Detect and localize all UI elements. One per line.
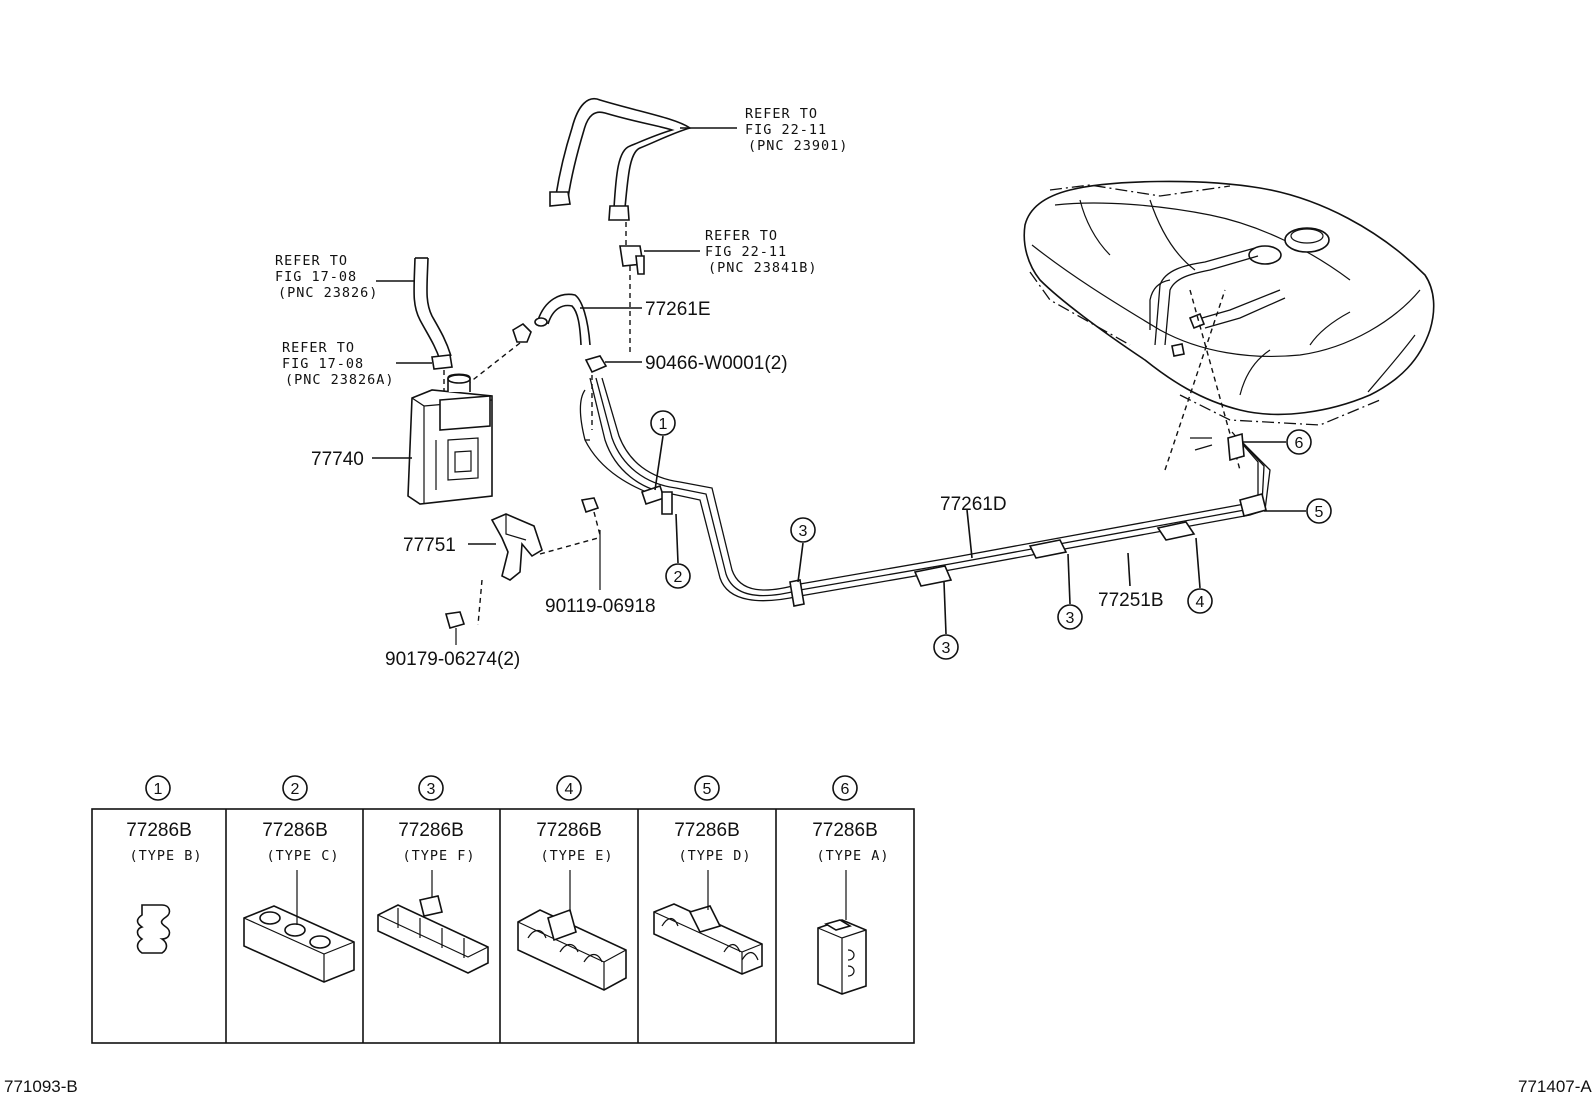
svg-text:(TYPE F): (TYPE F)	[402, 848, 475, 864]
footer-code-left: 771093-B	[4, 1077, 78, 1096]
svg-text:1: 1	[154, 781, 163, 798]
callout-6: 6	[1242, 429, 1312, 455]
svg-text:FIG 17-08: FIG 17-08	[275, 269, 357, 285]
svg-text:(TYPE A): (TYPE A)	[816, 848, 889, 864]
svg-text:REFER TO: REFER TO	[745, 106, 818, 122]
svg-text:4: 4	[1196, 594, 1205, 611]
svg-text:5: 5	[1315, 504, 1324, 521]
svg-text:77261E: 77261E	[645, 299, 711, 320]
bracket-77751: 77751	[403, 513, 599, 581]
hose-clamp-23826a	[396, 354, 453, 392]
hose-connector-23841b	[619, 222, 700, 355]
svg-text:90179-06274(2): 90179-06274(2)	[385, 649, 520, 670]
svg-text:77751: 77751	[403, 535, 456, 556]
nut-90179: 90179-06274(2)	[385, 579, 520, 670]
svg-text:REFER TO: REFER TO	[705, 228, 778, 244]
svg-text:90119-06918: 90119-06918	[545, 596, 656, 617]
svg-text:3: 3	[799, 523, 808, 540]
svg-text:77251B: 77251B	[1098, 590, 1164, 611]
svg-text:(PNC 23826): (PNC 23826)	[278, 285, 378, 301]
svg-text:77286B: 77286B	[674, 820, 740, 841]
svg-text:90466-W0001(2): 90466-W0001(2)	[645, 353, 788, 374]
clamp-legend-table	[91, 808, 915, 1044]
svg-text:(PNC 23841B): (PNC 23841B)	[708, 260, 818, 276]
callout-4: 4	[1187, 537, 1213, 614]
refer-label-23841b: REFER TO FIG 22-11 (PNC 23841B)	[705, 228, 818, 276]
svg-text:(PNC 23901): (PNC 23901)	[748, 138, 848, 154]
callout-2: 2	[665, 513, 691, 589]
callout-3c: 3	[1057, 553, 1083, 630]
svg-text:77286B: 77286B	[126, 820, 192, 841]
svg-text:(PNC 23826A): (PNC 23826A)	[285, 372, 395, 388]
svg-text:77286B: 77286B	[262, 820, 328, 841]
callout-3b: 3	[933, 581, 959, 660]
svg-text:(TYPE E): (TYPE E)	[540, 848, 613, 864]
svg-text:1: 1	[659, 416, 668, 433]
callout-1: 1	[650, 410, 676, 491]
svg-text:5: 5	[703, 781, 712, 798]
svg-text:(TYPE C): (TYPE C)	[266, 848, 339, 864]
footer-code-right: 771407-A	[1518, 1077, 1592, 1096]
svg-text:3: 3	[1066, 610, 1075, 627]
legend-col-2: 2 77286B (TYPE C)	[243, 775, 355, 983]
svg-text:77286B: 77286B	[812, 820, 878, 841]
refer-label-23826: REFER TO FIG 17-08 (PNC 23826)	[275, 253, 378, 301]
svg-text:77286B: 77286B	[398, 820, 464, 841]
svg-text:REFER TO: REFER TO	[275, 253, 348, 269]
legend-col-1: 1 77286B (TYPE B)	[126, 775, 202, 954]
hose-23826	[376, 257, 452, 361]
svg-text:REFER TO: REFER TO	[282, 340, 355, 356]
refer-label-23901: REFER TO FIG 22-11 (PNC 23901)	[745, 106, 848, 154]
svg-text:77261D: 77261D	[940, 494, 1007, 515]
svg-text:6: 6	[1295, 435, 1304, 452]
bolt-90119: 90119-06918	[545, 497, 656, 617]
tank-fuel-lines	[1149, 247, 1286, 471]
fuel-tank	[1023, 180, 1435, 426]
label-77251b: 77251B	[1098, 552, 1164, 611]
svg-text:2: 2	[674, 569, 683, 586]
clip-90466: 90466-W0001(2)	[584, 353, 788, 430]
svg-text:FIG 22-11: FIG 22-11	[705, 244, 787, 260]
legend-col-3: 3 77286B (TYPE F)	[377, 775, 489, 974]
label-77261d: 77261D	[940, 494, 1007, 559]
line-clamps	[640, 432, 1267, 607]
svg-text:77286B: 77286B	[536, 820, 602, 841]
hose-77261e: 77261E	[534, 293, 711, 346]
svg-text:FIG 17-08: FIG 17-08	[282, 356, 364, 372]
svg-text:FIG 22-11: FIG 22-11	[745, 122, 827, 138]
svg-text:2: 2	[291, 781, 300, 798]
callout-5: 5	[1264, 498, 1332, 524]
svg-text:6: 6	[841, 781, 850, 798]
legend-col-5: 5 77286B (TYPE D)	[653, 775, 763, 975]
charcoal-canister-77740: 77740	[311, 373, 493, 505]
svg-text:77740: 77740	[311, 449, 364, 470]
legend-col-4: 4 77286B (TYPE E)	[517, 775, 627, 991]
svg-text:(TYPE B): (TYPE B)	[129, 848, 202, 864]
svg-text:3: 3	[942, 640, 951, 657]
svg-text:3: 3	[427, 781, 436, 798]
refer-label-23826a: REFER TO FIG 17-08 (PNC 23826A)	[282, 340, 395, 388]
svg-text:4: 4	[565, 781, 574, 798]
vapor-hose-upper	[549, 98, 737, 221]
legend-col-6: 6 77286B (TYPE A)	[812, 775, 889, 995]
svg-text:(TYPE D): (TYPE D)	[678, 848, 751, 864]
callout-3a: 3	[790, 517, 816, 583]
